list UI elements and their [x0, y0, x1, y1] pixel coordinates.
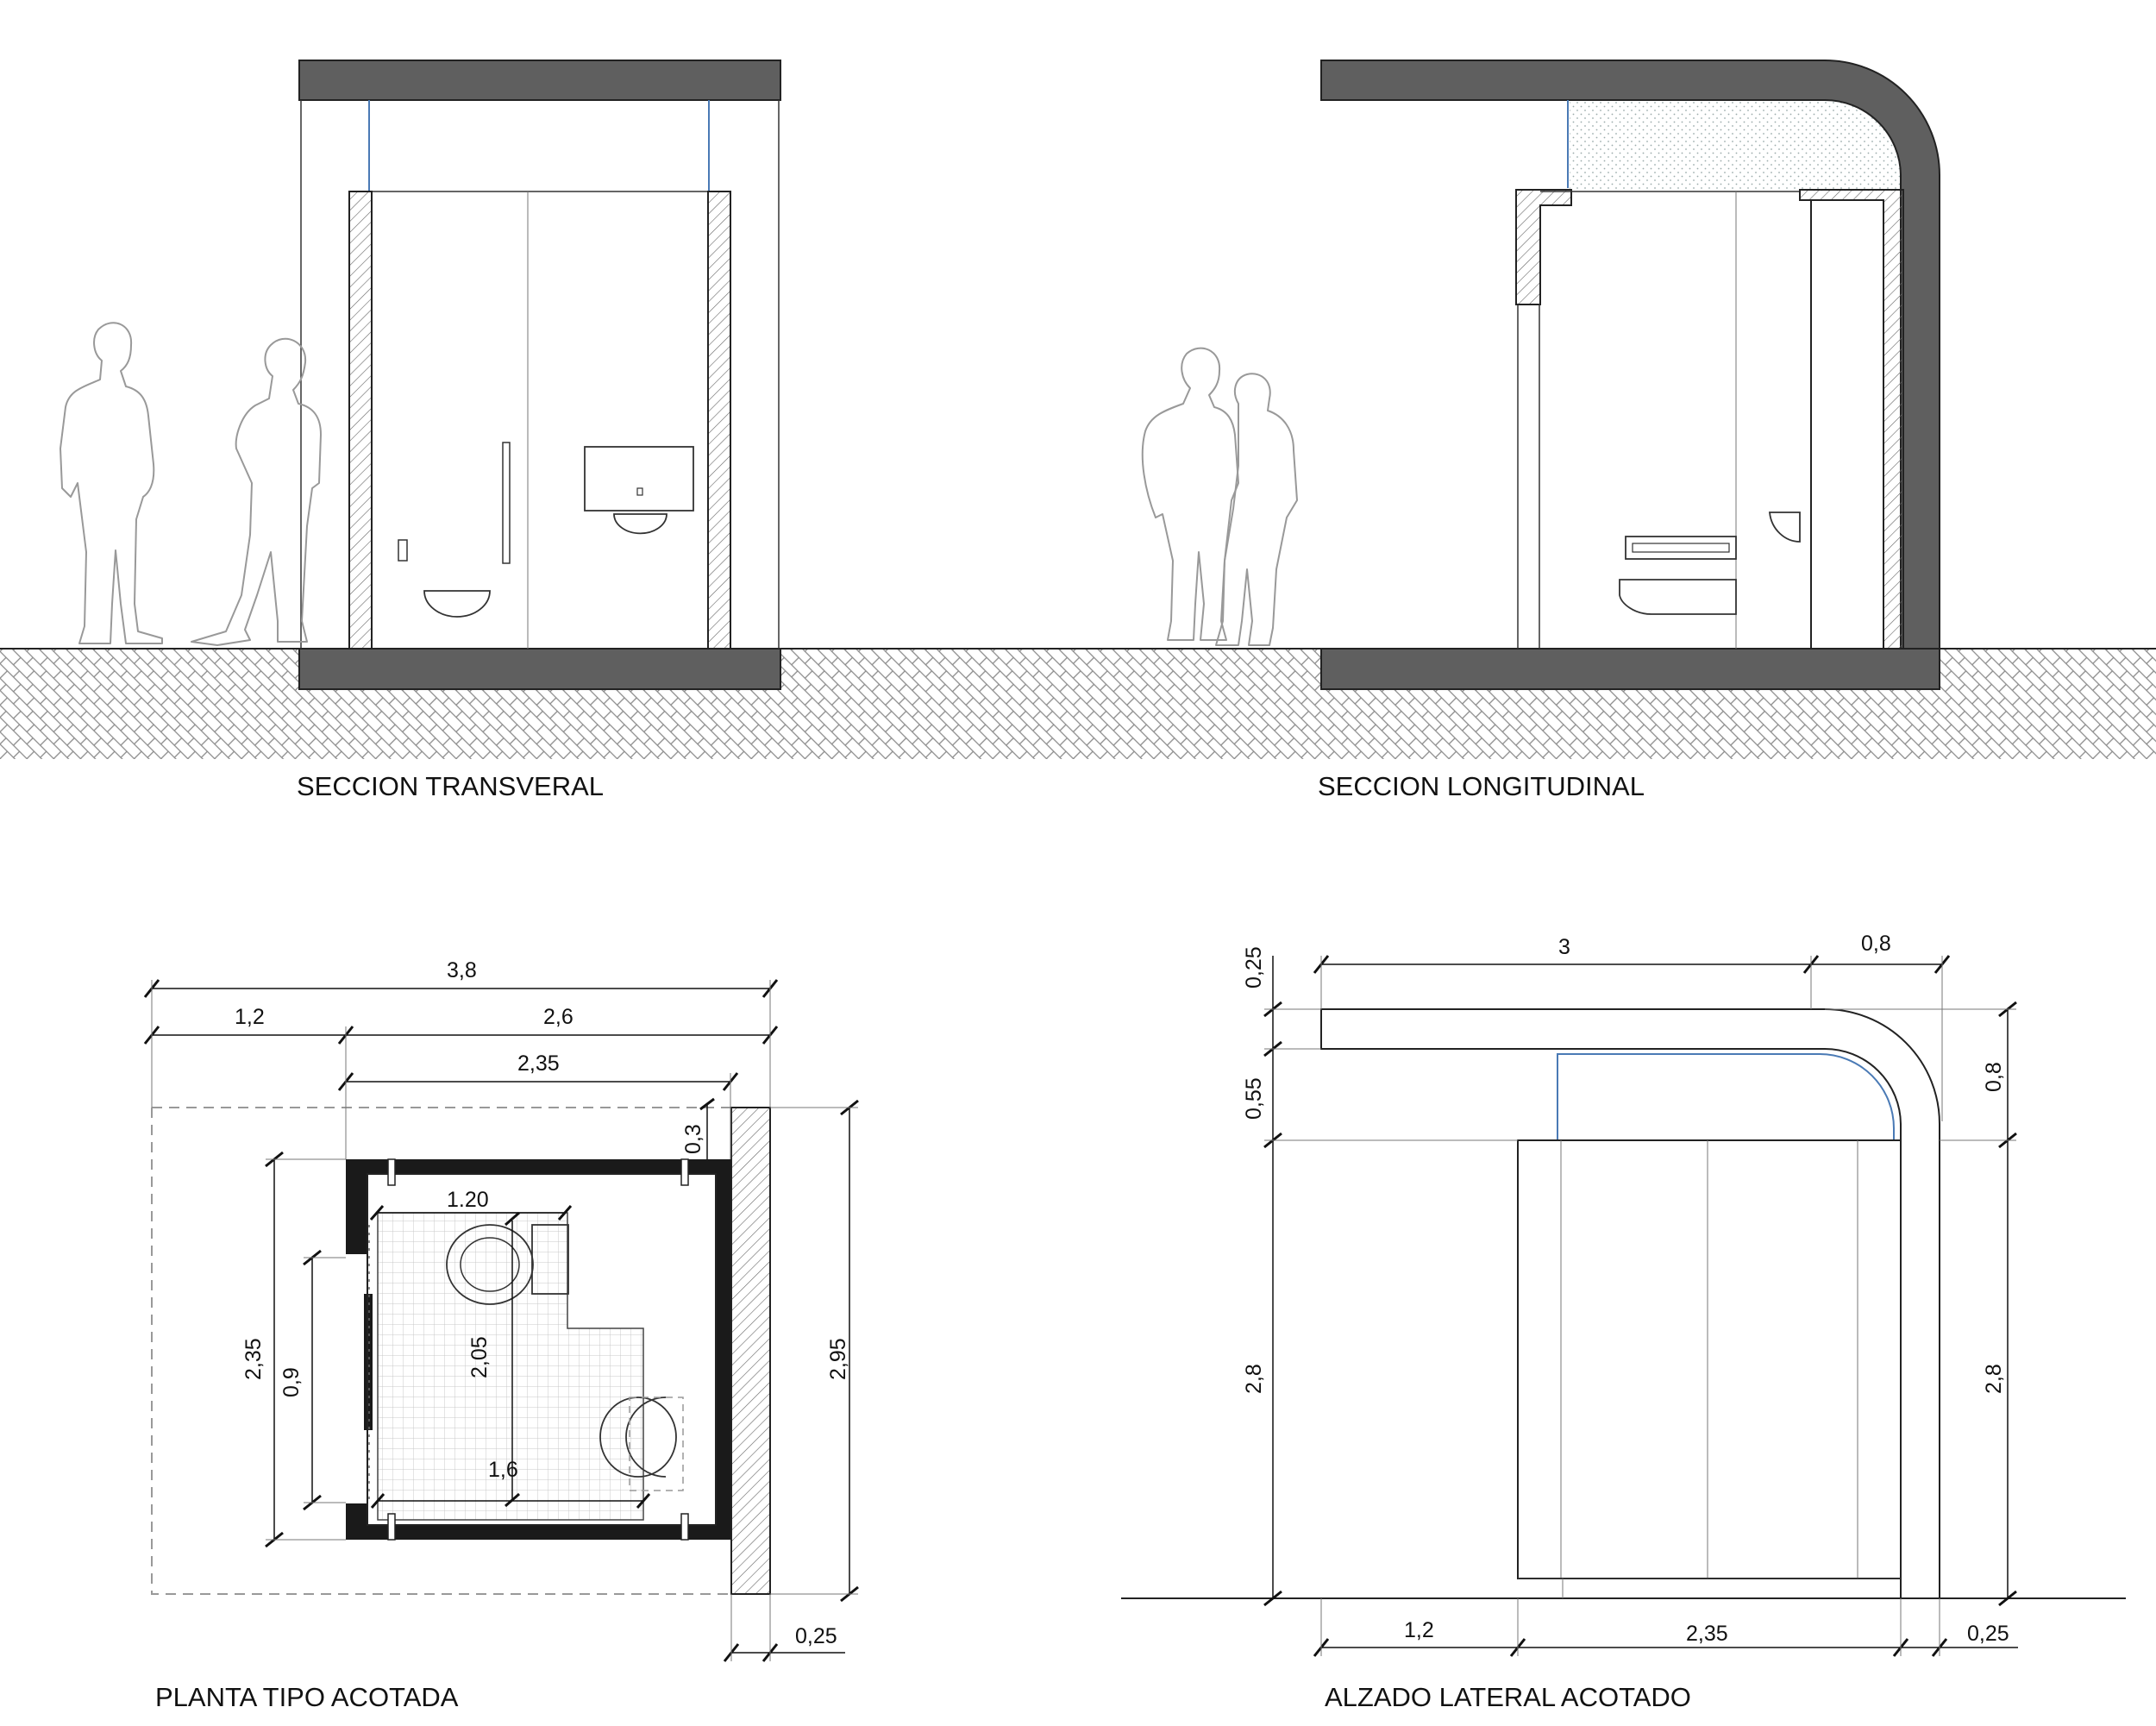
roof-slab	[298, 60, 781, 101]
elevation-glass-clerestory	[1557, 1053, 1895, 1141]
dim-roof-thickness: 0,25	[1242, 946, 1266, 989]
dim-canopy-curve: 0,8	[1861, 932, 1891, 956]
dim-curve-height: 0,8	[1982, 1062, 2006, 1092]
dim-canopy-length: 3	[1558, 935, 1570, 959]
dim-right-width: 2,6	[543, 1005, 573, 1029]
plan-wall-right	[716, 1159, 730, 1540]
tiled-floor	[377, 1212, 644, 1521]
dim-overhang: 1,2	[1404, 1618, 1434, 1642]
plan-wall-left-upper	[346, 1159, 367, 1254]
plan-wall-bottom	[346, 1525, 730, 1540]
person-figure-2	[191, 337, 322, 646]
plan-dimensions-right: 2,95	[770, 1099, 859, 1603]
dim-room-width: 1,6	[488, 1458, 518, 1482]
plan-view: 1.20 2,05 1,6 3,8 1,2 2,6 2,35 0,3	[143, 958, 859, 1712]
canopy-outline-dashed	[151, 1107, 731, 1595]
person-figure-4	[1215, 373, 1298, 646]
plan-washbasin	[625, 1396, 667, 1478]
dim-side-wall: 0,25	[795, 1624, 837, 1648]
dim-wall-gap: 0,3	[681, 1124, 705, 1154]
side-wall-hatched	[730, 1107, 771, 1595]
wall-left-section	[348, 191, 373, 650]
elevation-dimensions-right: 0,8 2,8	[1825, 1001, 2017, 1607]
dim-left-height: 2,8	[1242, 1364, 1266, 1394]
dim-interior-width: 2,35	[517, 1051, 560, 1076]
dim-body-length: 2,35	[1686, 1622, 1728, 1646]
basin-side	[1769, 512, 1801, 543]
dim-overall-width: 3,8	[447, 958, 477, 982]
dim-interior-depth: 2,35	[241, 1338, 266, 1380]
title-plan: PLANTA TIPO ACOTADA	[155, 1682, 459, 1712]
dim-overall-depth: 2,95	[826, 1338, 850, 1380]
toilet-bowl	[423, 590, 491, 618]
dim-turning-circle: 1.20	[447, 1188, 489, 1212]
person-figure-1	[60, 322, 163, 644]
plan-dimensions-left: 2,35 0,9	[241, 1151, 346, 1548]
hand-dryer-unit	[584, 446, 694, 512]
skylight-zone	[1570, 100, 1910, 191]
floor-slab-long	[1320, 648, 1940, 690]
title-elevation: ALZADO LATERAL ACOTADO	[1325, 1682, 1691, 1712]
dim-clerestory-height: 0,55	[1242, 1077, 1266, 1120]
dim-left-width: 1,2	[235, 1005, 265, 1029]
section-longitudinal: SECCION LONGITUDINAL	[1104, 60, 2156, 801]
toilet-side	[1619, 579, 1737, 615]
elevation-dimensions-bottom: 1,2 2,35 0,25	[1313, 1598, 2018, 1657]
elevation-dimensions-left: 0,25 0,55 2,8	[1242, 946, 1518, 1607]
wall-right-section	[707, 191, 731, 650]
header-beam	[1515, 189, 1572, 305]
plan-dimensions-bottom: 0,25	[723, 1594, 845, 1662]
dryer-long	[1625, 536, 1737, 560]
elevation-body	[1517, 1139, 1902, 1579]
flush-button	[398, 539, 408, 562]
grab-bar	[502, 442, 511, 564]
dim-room-depth: 2,05	[467, 1336, 492, 1378]
elevation-canopy	[1320, 1008, 1940, 1599]
plan-wall-top	[346, 1159, 730, 1174]
elevation-view: 3 0,8 0,25 0,55 2,8 0,8 2,8	[1121, 932, 2126, 1712]
dim-door-width: 0,9	[279, 1367, 304, 1397]
plan-toilet-bowl	[446, 1224, 534, 1305]
elevation-dimensions-top: 3 0,8	[1313, 932, 1951, 1121]
plan-wall-left-lower	[346, 1503, 367, 1540]
plan-dimensions-top: 3,8 1,2 2,6 2,35 0,3	[143, 958, 779, 1159]
title-section-longitudinal: SECCION LONGITUDINAL	[1318, 771, 1645, 801]
dim-right-wall: 0,25	[1967, 1622, 2009, 1646]
curved-roof-slab	[1320, 60, 1940, 650]
washbasin	[613, 513, 667, 535]
section-transversal: SECCION TRANSVERAL	[0, 60, 1104, 801]
person-figure-3	[1141, 347, 1239, 641]
title-section-transversal: SECCION TRANSVERAL	[297, 771, 604, 801]
dim-right-height: 2,8	[1982, 1364, 2006, 1394]
floor-slab	[298, 648, 781, 690]
